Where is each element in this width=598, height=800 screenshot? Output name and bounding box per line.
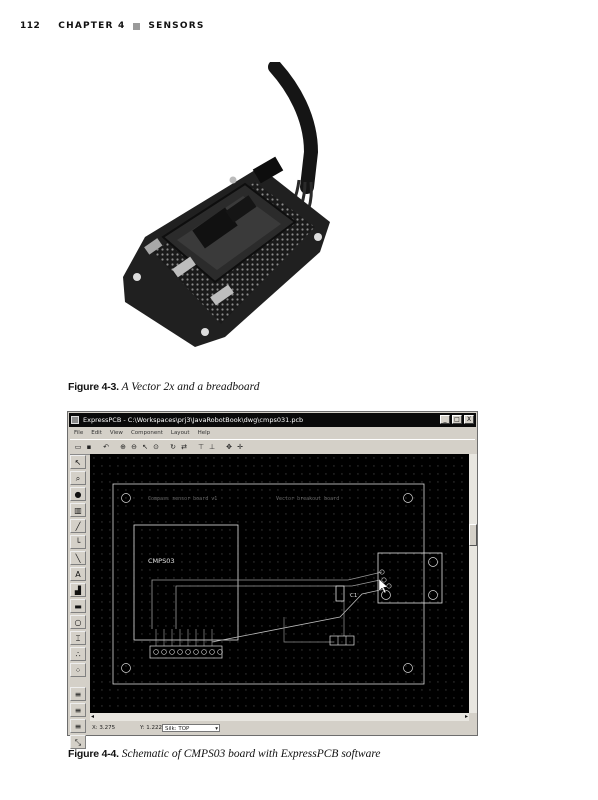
- section-label: SENSORS: [148, 21, 205, 31]
- maximize-button[interactable]: □: [452, 415, 462, 424]
- layer-top-icon[interactable]: ≡: [70, 687, 86, 701]
- menu-file[interactable]: File: [74, 430, 84, 436]
- fill-tool-icon[interactable]: ▟: [70, 583, 86, 597]
- mouse-cursor-icon: [378, 578, 388, 594]
- rotate-icon[interactable]: ↻: [170, 443, 176, 451]
- app-icon: [71, 416, 79, 424]
- center-icon[interactable]: ✛: [237, 443, 243, 451]
- dimension-tool-icon[interactable]: ⌶: [70, 631, 86, 645]
- silk-text-left: Compass sensor board v1: [148, 496, 217, 502]
- zoom-fit-icon[interactable]: ⊙: [153, 443, 159, 451]
- layer-select[interactable]: Silk: TOP ▾: [162, 724, 220, 732]
- square-bullet-icon: [133, 22, 141, 30]
- scroll-left-icon[interactable]: ◂: [91, 713, 95, 720]
- menu-help[interactable]: Help: [197, 430, 211, 436]
- status-x-coordinate: X: 3.275: [92, 725, 116, 731]
- zoom-in-icon[interactable]: ⊕: [120, 443, 126, 451]
- zoom-tool-icon[interactable]: ⌕: [70, 471, 86, 485]
- cap-label: C1: [350, 593, 357, 599]
- net-tool-icon[interactable]: ⁘: [70, 663, 86, 677]
- align-bottom-icon[interactable]: ⊥: [208, 443, 216, 451]
- status-bar: X: 3.275 Y: 1.222 Silk: TOP ▾: [70, 723, 475, 734]
- close-button[interactable]: X: [464, 415, 474, 424]
- vertical-scroll-thumb[interactable]: [469, 524, 477, 546]
- silk-text-right: Vector breakout board: [276, 496, 339, 502]
- chevron-down-icon: ▾: [215, 726, 218, 732]
- ratsnest-icon[interactable]: ⤡: [70, 735, 86, 749]
- menu-view[interactable]: View: [109, 430, 123, 436]
- via-tool-icon[interactable]: ∴: [70, 647, 86, 661]
- window-title: ExpressPCB - C:\Workspaces\prj3\JavaRobo…: [83, 416, 304, 424]
- open-icon[interactable]: ▭: [74, 443, 82, 451]
- corner-tool-icon[interactable]: └: [70, 535, 86, 549]
- window-controls: _ □ X: [440, 415, 474, 424]
- toolbar-separator: [162, 442, 167, 452]
- toolbar-separator: [190, 442, 195, 452]
- layer-select-value: Silk: TOP: [165, 726, 190, 732]
- status-y-coordinate: Y: 1.222: [140, 725, 162, 731]
- figure-4-4-caption: Figure 4-4. Schematic of CMPS03 board wi…: [68, 748, 381, 760]
- trace-tool-icon[interactable]: ╱: [70, 519, 86, 533]
- diagonal-tool-icon[interactable]: ╲: [70, 551, 86, 565]
- menu-bar: File Edit View Component Layout Help: [70, 428, 475, 438]
- chapter-label: CHAPTER 4: [58, 21, 126, 31]
- scroll-right-icon[interactable]: ▸: [464, 713, 468, 720]
- toolbar-separator: [112, 442, 117, 452]
- horizontal-scrollbar[interactable]: ◂ ▸: [90, 713, 469, 721]
- title-bar[interactable]: ExpressPCB - C:\Workspaces\prj3\JavaRobo…: [69, 413, 476, 427]
- pointer-tool-icon[interactable]: ↖: [70, 455, 86, 469]
- menu-layout[interactable]: Layout: [170, 430, 190, 436]
- chip-label: CMPS03: [148, 557, 174, 565]
- component-tool-icon[interactable]: ▥: [70, 503, 86, 517]
- circle-tool-icon[interactable]: ○: [70, 615, 86, 629]
- pcb-canvas[interactable]: Compass sensor board v1 Vector breakout …: [90, 454, 469, 713]
- undo-icon[interactable]: ↶: [103, 443, 109, 451]
- zoom-out-icon[interactable]: ⊖: [131, 443, 137, 451]
- figure-label: Figure 4-3.: [68, 381, 119, 393]
- save-icon[interactable]: ▪: [86, 443, 92, 451]
- vertical-scrollbar[interactable]: [469, 454, 477, 713]
- text-tool-icon[interactable]: A: [70, 567, 86, 581]
- minimize-button[interactable]: _: [440, 415, 450, 424]
- move-icon[interactable]: ✥: [226, 443, 232, 451]
- figure-caption-text: A Vector 2x and a breadboard: [118, 381, 260, 393]
- figure-label: Figure 4-4.: [68, 748, 119, 760]
- rectangle-tool-icon[interactable]: ▬: [70, 599, 86, 613]
- pad-tool-icon[interactable]: ●: [70, 487, 86, 501]
- toolbar-separator: [95, 442, 100, 452]
- menu-component[interactable]: Component: [130, 430, 163, 436]
- zoom-previous-icon[interactable]: ↖: [142, 443, 148, 451]
- flip-icon[interactable]: ⇄: [181, 443, 187, 451]
- expresspcb-window: ExpressPCB - C:\Workspaces\prj3\JavaRobo…: [67, 411, 478, 749]
- layer-silk-icon[interactable]: ≡: [70, 719, 86, 733]
- menu-edit[interactable]: Edit: [91, 430, 102, 436]
- figure-4-3-caption: Figure 4-3. A Vector 2x and a breadboard: [68, 381, 259, 393]
- left-toolbar: ↖ ⌕ ● ▥ ╱ └ ╲ A ▟ ▬ ○ ⌶ ∴ ⁘ ≡ ≡ ≡ ⤡: [70, 454, 88, 749]
- toolbar: ▭ ▪ ↶ ⊕ ⊖ ↖ ⊙ ↻ ⇄ ⊤ ⊥ ✥ ✛: [70, 439, 475, 455]
- toolbar-separator: [218, 442, 223, 452]
- page-number: 112: [20, 21, 41, 31]
- vector-breadboard-photo: [123, 62, 330, 347]
- align-top-icon[interactable]: ⊤: [197, 443, 205, 451]
- running-head: 112 CHAPTER 4 SENSORS: [20, 18, 205, 34]
- figure-caption-text: Schematic of CMPS03 board with ExpressPC…: [118, 748, 381, 760]
- layer-bottom-icon[interactable]: ≡: [70, 703, 86, 717]
